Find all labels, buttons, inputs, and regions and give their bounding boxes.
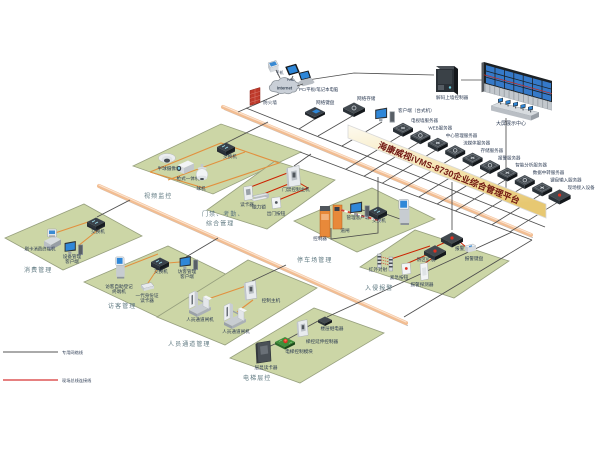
svg-text:门禁、考勤、: 门禁、考勤、 xyxy=(202,210,245,218)
svg-text:门禁控制主机: 门禁控制主机 xyxy=(282,186,310,193)
svg-text:读卡器: 读卡器 xyxy=(240,201,254,208)
svg-text:智能分析服务器: 智能分析服务器 xyxy=(515,162,547,169)
svg-text:球机: 球机 xyxy=(196,185,206,192)
svg-text:枪式一体机: 枪式一体机 xyxy=(177,175,200,182)
svg-text:PAD: PAD xyxy=(287,78,295,82)
svg-text:人员通道管理: 人员通道管理 xyxy=(168,340,211,348)
svg-text:电梯层控: 电梯层控 xyxy=(243,374,271,382)
svg-text:读卡器: 读卡器 xyxy=(140,297,154,304)
svg-text:入侵报警: 入侵报警 xyxy=(365,284,393,292)
svg-text:红外对射: 红外对射 xyxy=(369,266,388,273)
svg-text:交换机: 交换机 xyxy=(154,268,168,275)
svg-text:访客自助登记: 访客自助登记 xyxy=(105,283,133,290)
svg-text:PC/平板/笔记本电脑: PC/平板/笔记本电脑 xyxy=(299,86,339,93)
svg-text:楼层继电器: 楼层继电器 xyxy=(321,325,344,332)
svg-text:视频监控: 视频监控 xyxy=(144,192,172,200)
svg-text:现场接入设备: 现场接入设备 xyxy=(568,184,595,191)
svg-text:客户端: 客户端 xyxy=(65,258,79,265)
svg-text:控制主机: 控制主机 xyxy=(262,297,281,304)
svg-text:中心管理服务器: 中心管理服务器 xyxy=(446,132,478,139)
svg-text:Internet: Internet xyxy=(277,86,293,91)
svg-text:客户端: 客户端 xyxy=(180,273,194,280)
svg-text:WEB服务器: WEB服务器 xyxy=(428,124,452,131)
svg-text:解码上墙控制器: 解码上墙控制器 xyxy=(436,94,469,101)
svg-text:键盘输入服务器: 键盘输入服务器 xyxy=(550,177,582,184)
svg-text:专用网络线: 专用网络线 xyxy=(62,349,84,356)
svg-text:防区扩展: 防区扩展 xyxy=(417,256,436,263)
svg-text:出门按钮: 出门按钮 xyxy=(267,210,286,217)
svg-text:访客管理: 访客管理 xyxy=(108,302,136,310)
svg-text:数据中转服务器: 数据中转服务器 xyxy=(533,169,565,176)
svg-text:人员通道闸机: 人员通道闸机 xyxy=(222,328,250,335)
svg-text:管理客户端: 管理客户端 xyxy=(347,214,370,221)
svg-text:道闸: 道闸 xyxy=(340,227,350,234)
svg-text:访客管理: 访客管理 xyxy=(178,268,197,275)
svg-text:紧急按钮: 紧急按钮 xyxy=(390,274,409,281)
svg-text:流媒体服务器: 流媒体服务器 xyxy=(463,139,490,146)
svg-text:控制器: 控制器 xyxy=(313,235,327,242)
svg-text:磁力锁: 磁力锁 xyxy=(252,204,266,211)
svg-text:交换机: 交换机 xyxy=(223,153,237,160)
svg-text:停车场管理: 停车场管理 xyxy=(297,256,333,264)
svg-text:消费管理: 消费管理 xyxy=(24,266,52,274)
svg-text:报警键盘: 报警键盘 xyxy=(465,255,484,262)
svg-text:刷卡消费终端机: 刷卡消费终端机 xyxy=(25,246,56,253)
svg-text:网络键盘: 网络键盘 xyxy=(316,99,335,106)
svg-text:电梯控制模块: 电梯控制模块 xyxy=(285,348,313,355)
svg-text:人员通道闸机: 人员通道闸机 xyxy=(186,316,214,323)
svg-text:存储服务器: 存储服务器 xyxy=(481,147,504,154)
svg-text:半球摄像机: 半球摄像机 xyxy=(158,165,181,172)
svg-text:交换机: 交换机 xyxy=(91,228,105,235)
svg-text:综合管理: 综合管理 xyxy=(206,220,234,228)
svg-text:电视墙服务器: 电视墙服务器 xyxy=(411,117,438,124)
svg-text:设备管理: 设备管理 xyxy=(63,253,82,260)
svg-text:报警主机: 报警主机 xyxy=(455,245,474,252)
svg-text:一代身份证: 一代身份证 xyxy=(136,292,159,299)
svg-text:层显读卡器: 层显读卡器 xyxy=(255,364,278,371)
svg-text:报警探测器: 报警探测器 xyxy=(411,281,434,288)
svg-text:交换机: 交换机 xyxy=(372,217,386,224)
svg-text:网络存储: 网络存储 xyxy=(357,95,376,102)
svg-text:终端机: 终端机 xyxy=(112,288,126,295)
svg-text:梯控延伸控制器: 梯控延伸控制器 xyxy=(306,338,339,345)
svg-text:客户端（台式机）: 客户端（台式机） xyxy=(398,107,435,114)
svg-text:防火墙: 防火墙 xyxy=(263,99,277,106)
svg-text:报警服务器: 报警服务器 xyxy=(498,154,521,161)
svg-text:现场总线连接线: 现场总线连接线 xyxy=(62,377,92,384)
svg-text:手机: 手机 xyxy=(276,70,284,75)
svg-text:大屏展示中心: 大屏展示中心 xyxy=(496,120,526,127)
